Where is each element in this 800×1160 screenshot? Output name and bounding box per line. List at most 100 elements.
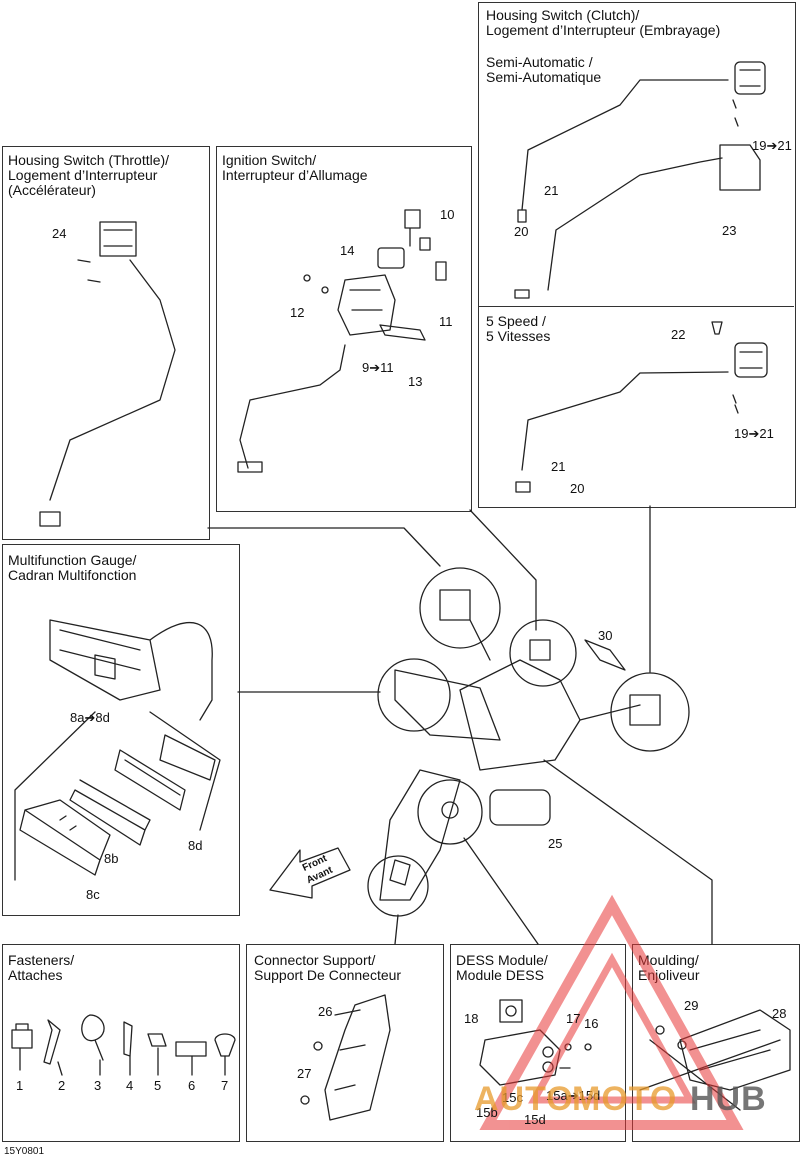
semi-automatic-title: Semi-Automatic / Semi-Automatique [486, 54, 602, 85]
gauge-lens-8b [69, 779, 151, 846]
callout-10: 10 [440, 207, 455, 222]
throttle-cable [49, 259, 176, 501]
ignition-title: Ignition Switch/ Interrupteur d’Allumage [222, 152, 368, 183]
callout-15b: 15b [476, 1105, 498, 1120]
five-speed-cable [521, 371, 729, 471]
part-25-seal [489, 789, 551, 826]
five-speed-title: 5 Speed / 5 Vitesses [486, 313, 551, 344]
callout-13: 13 [408, 374, 423, 389]
callout-26: 26 [318, 1004, 333, 1019]
fastener-3 [81, 1014, 105, 1061]
callout-17: 17 [566, 1011, 581, 1026]
watermark-moto: MOTO [572, 1080, 678, 1118]
semi-housing-2 [719, 144, 761, 191]
fastener-label-7: 7 [221, 1078, 229, 1093]
panel-connector-support [246, 944, 444, 1142]
gauge-detail-circle [377, 658, 451, 732]
callout-12: 12 [290, 305, 305, 320]
fastener-label-6: 6 [188, 1078, 196, 1093]
part-30-moulding [584, 639, 626, 671]
callout-21-semi: 21 [544, 183, 559, 198]
figure-id: 15Y0801 [4, 1146, 45, 1157]
clutch-detail-circle [610, 672, 690, 752]
callout-8d: 8d [188, 838, 203, 853]
gauge-bezel-8c [19, 799, 111, 876]
gauge-title: Multifunction Gauge/ Cadran Multifonctio… [8, 552, 137, 583]
connector-detail-circle [367, 855, 429, 917]
fastener-5 [147, 1033, 167, 1047]
connector-title: Connector Support/ Support De Connecteur [254, 952, 402, 983]
watermark-hub: HUB [690, 1080, 767, 1118]
semi-housing-switch [734, 61, 766, 95]
callout-22: 22 [671, 327, 686, 342]
semi-cable [521, 79, 729, 211]
panel-clutch-divider [478, 306, 794, 307]
callout-9-11: 9➔11 [362, 360, 394, 375]
throttle-housing [99, 221, 137, 257]
callout-29: 29 [684, 998, 699, 1013]
dess-part-18 [499, 999, 523, 1023]
semi-cable-2 [547, 157, 723, 291]
ignition-detail-circle [509, 619, 577, 687]
fasteners-title: Fasteners/ Attaches [8, 952, 75, 983]
throttle-detail-circle [419, 567, 501, 649]
panel-ignition-switch [216, 146, 472, 512]
callout-28: 28 [772, 1006, 787, 1021]
callout-20-semi: 20 [514, 224, 529, 239]
five-speed-part-22 [711, 321, 723, 335]
callout-8b: 8b [104, 851, 119, 866]
dess-title: DESS Module/ Module DESS [456, 952, 548, 983]
fastener-1 [11, 1023, 33, 1049]
ignition-part-13 [379, 324, 426, 341]
fastener-7 [214, 1033, 236, 1057]
moulding-line [543, 759, 713, 945]
gauge-seal-8d [159, 734, 216, 781]
callout-14: 14 [340, 243, 355, 258]
callout-25: 25 [548, 836, 563, 851]
ignition-cap [377, 247, 405, 269]
callout-15d: 15d [524, 1112, 546, 1127]
moulding-part-28 [679, 1009, 791, 1091]
main-throttle [439, 589, 471, 621]
main-gauge [394, 669, 501, 741]
main-ignition [529, 639, 551, 661]
callout-19-21-five: 19➔21 [734, 426, 774, 441]
callout-11: 11 [439, 314, 453, 329]
callout-21-five: 21 [551, 459, 566, 474]
callout-8c: 8c [86, 887, 100, 902]
connector-support [324, 994, 391, 1121]
panel-multifunction-gauge [2, 544, 240, 916]
gauge-body [114, 749, 186, 811]
fastener-label-2: 2 [58, 1078, 66, 1093]
clutch-title: Housing Switch (Clutch)/ Logement d’Inte… [486, 7, 721, 38]
gauge-leader [149, 622, 213, 721]
fastener-4 [123, 1021, 133, 1057]
callout-15c: 15c [502, 1090, 523, 1105]
ignition-cable [239, 344, 346, 469]
fastener-label-4: 4 [126, 1078, 134, 1093]
callout-27: 27 [297, 1066, 312, 1081]
panel-throttle-housing [2, 146, 210, 540]
gauge-front [49, 619, 161, 701]
callout-18: 18 [464, 1011, 479, 1026]
fastener-label-5: 5 [154, 1078, 162, 1093]
ignition-key [404, 209, 421, 247]
ignition-body [337, 274, 396, 336]
fastener-2 [43, 1019, 61, 1065]
throttle-connector-line [207, 527, 441, 567]
fastener-6 [175, 1041, 207, 1057]
callout-24: 24 [52, 226, 67, 241]
callout-30: 30 [598, 628, 613, 643]
five-speed-housing [734, 342, 768, 378]
connector-support-line [394, 914, 399, 945]
callout-16: 16 [584, 1016, 599, 1031]
ignition-connector-line [469, 509, 537, 631]
callout-20-five: 20 [570, 481, 585, 496]
front-arrow [269, 847, 351, 899]
dess-detail-circle [417, 779, 483, 845]
callout-19-21-semi: 19➔21 [752, 138, 792, 153]
main-bracket [379, 769, 461, 901]
callout-8a-8d: 8a➔8d [70, 710, 110, 725]
watermark-auto: AUTO [474, 1080, 574, 1118]
